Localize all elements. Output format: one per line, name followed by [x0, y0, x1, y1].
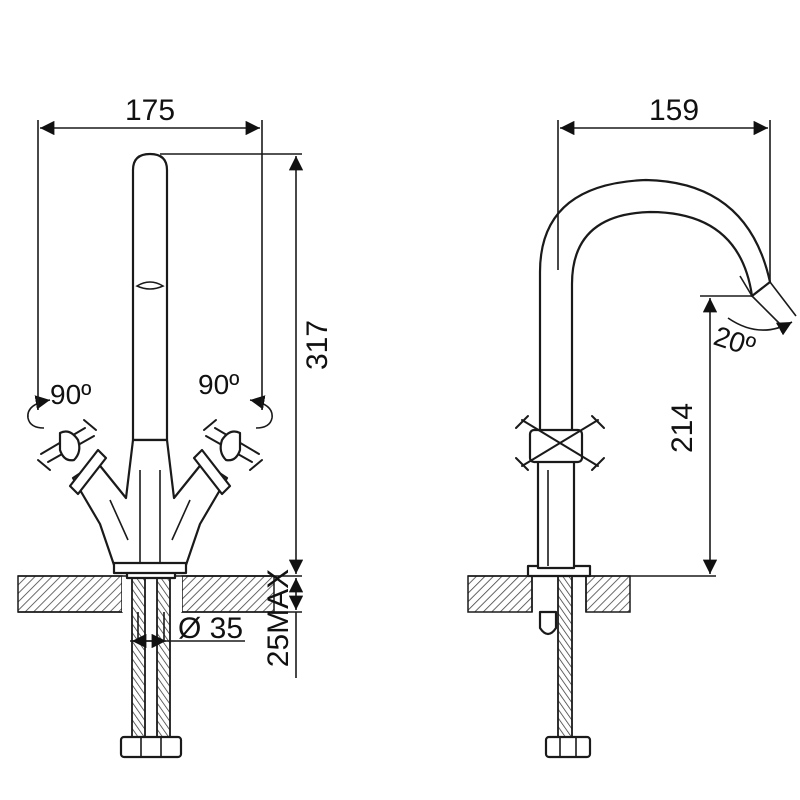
- front-left-cross-handle: [37, 419, 108, 496]
- front-faucet-body: [71, 152, 229, 575]
- front-hole-diameter-label: Ø 35: [178, 612, 243, 645]
- front-hose-nut: [119, 735, 183, 759]
- side-spout-height-dimension: [630, 295, 752, 577]
- front-deck-dimension: [274, 578, 304, 678]
- side-faucet-body: [536, 458, 576, 570]
- side-projection-label: 159: [649, 94, 699, 127]
- front-right-rotation-arrow: [249, 395, 273, 429]
- front-height-dimension: [160, 153, 304, 577]
- side-projection-dimension: [557, 120, 771, 282]
- front-width-label: 175: [125, 94, 175, 127]
- side-cross-handle: [515, 415, 605, 471]
- front-deck-thickness-label: 25MAX: [262, 569, 295, 667]
- side-spout-height-label: 214: [666, 403, 699, 453]
- side-angle-label: 20º: [710, 320, 759, 362]
- side-supply-hose: [526, 564, 592, 743]
- side-deck: [467, 575, 631, 613]
- side-angle-dimension: [727, 281, 797, 336]
- side-hose-nut: [544, 735, 592, 759]
- front-width-dimension: [37, 120, 263, 410]
- front-right-rotation-label: 90º: [198, 369, 239, 400]
- side-view: 159 214 20º: [467, 94, 797, 759]
- front-left-rotation-label: 90º: [50, 379, 91, 410]
- front-left-rotation-arrow: [27, 395, 51, 429]
- side-gooseneck-spout: [538, 178, 772, 442]
- front-height-label: 317: [301, 320, 334, 370]
- front-view: 175 317 90º 90º Ø 35 25MAX: [17, 94, 334, 759]
- front-right-cross-handle: [192, 419, 263, 496]
- front-deck: [17, 575, 275, 613]
